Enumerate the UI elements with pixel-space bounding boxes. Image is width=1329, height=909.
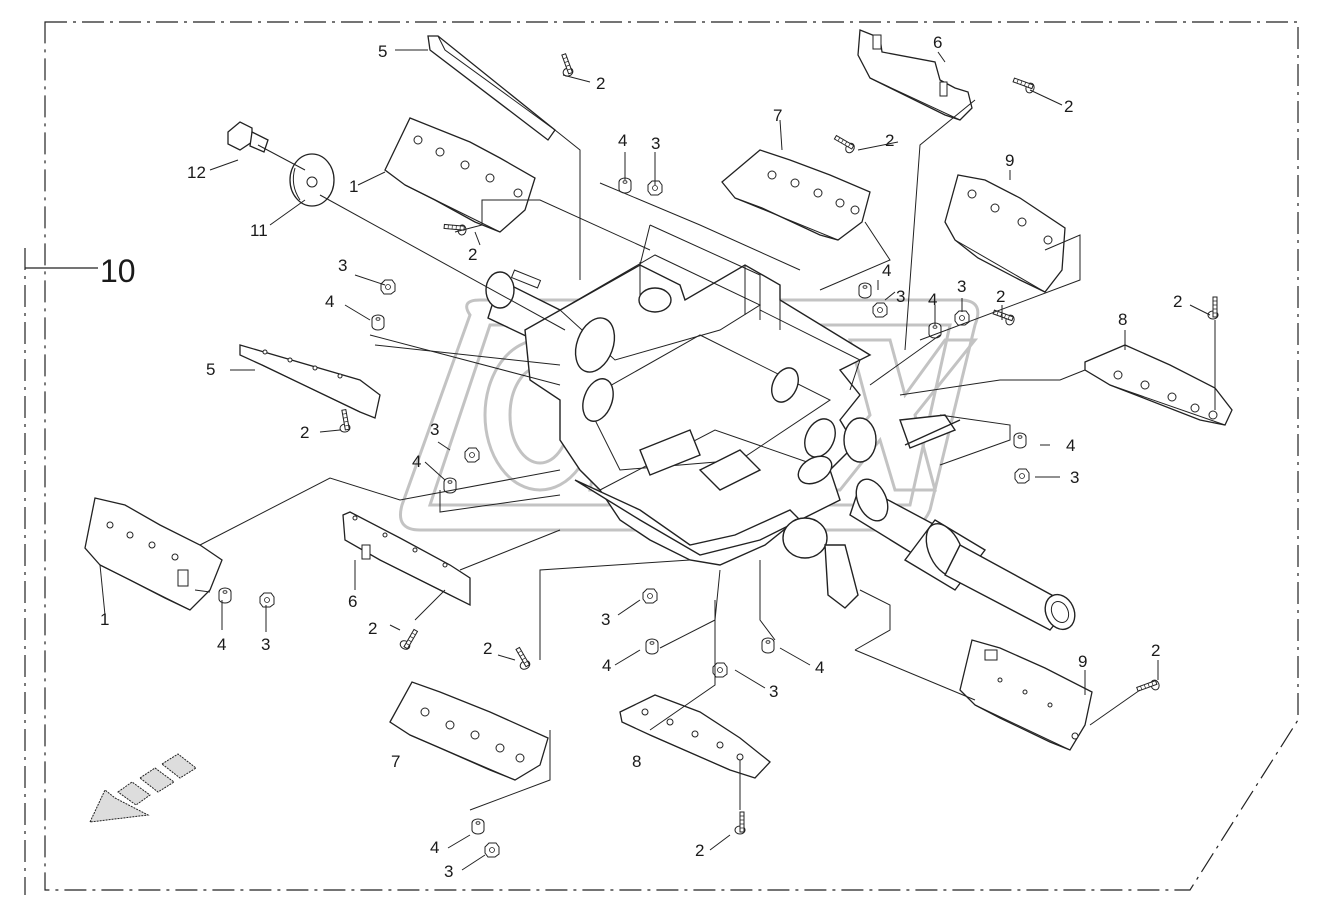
callout-2: 2 [483,639,492,658]
callout-11: 11 [250,221,268,240]
callout-5: 5 [378,42,387,61]
part-6-top [857,29,973,121]
callout-3: 3 [1070,468,1079,487]
nut-icon [484,842,500,858]
callout-4: 4 [618,131,627,150]
nut-icon [712,662,728,678]
callout-4: 4 [928,290,937,309]
callout-3: 3 [338,256,347,275]
spacer-icon [761,637,775,654]
callout-4: 4 [412,452,421,471]
callout-3: 3 [957,277,966,296]
callout-7: 7 [773,106,782,125]
part-8-right [1084,344,1233,426]
spacer-icon [645,638,659,655]
part-8-bottom [619,694,771,779]
callout-2: 2 [1173,292,1182,311]
callout-4: 4 [815,658,824,677]
callout-12: 12 [187,163,206,182]
part-7-bottom [389,681,549,781]
nuts-and-spacers [218,177,1030,858]
callout-3: 3 [444,862,453,881]
assembly-number-label: 10 [100,253,136,289]
part-9-top [944,174,1066,293]
part-1-bottom [84,497,223,611]
nut-icon [642,588,658,604]
screw-icon [1207,296,1219,320]
screw-icon [339,408,351,433]
callout-8: 8 [632,752,641,771]
callout-4: 4 [217,635,226,654]
part-5-top [427,35,556,141]
callout-4: 4 [882,261,891,280]
callout-4: 4 [1066,436,1075,455]
callout-2: 2 [885,131,894,150]
part-9-bottom [959,639,1093,751]
callout-8: 8 [1118,310,1127,329]
nut-icon [872,302,888,318]
callout-6: 6 [933,33,942,52]
part-5-left [239,344,381,419]
callout-9: 9 [1005,151,1014,170]
callout-9: 9 [1078,652,1087,671]
spacer-icon [1013,432,1027,449]
callout-3: 3 [769,682,778,701]
assembly-boundary [44,21,1299,891]
callout-3: 3 [896,287,905,306]
nut-icon [1014,468,1030,484]
callout-3: 3 [651,134,660,153]
nut-icon [380,279,396,295]
callout-3: 3 [430,420,439,439]
spacer-icon [471,818,485,835]
callout-2: 2 [596,74,605,93]
callout-7: 7 [391,752,400,771]
screw-icon [1012,77,1035,94]
spacer-icon [371,314,385,331]
callout-2: 2 [1151,641,1160,660]
direction-arrow-icon [89,753,197,823]
callout-1: 1 [100,610,109,629]
part-11-washer [289,153,335,207]
callout-1: 1 [349,177,358,196]
screw-icon [734,811,746,835]
main-frame [485,224,1076,631]
callout-6: 6 [348,592,357,611]
callout-2: 2 [1064,97,1073,116]
callout-2: 2 [300,423,309,442]
callout-4: 4 [602,656,611,675]
screw-icon [443,223,467,236]
screw-icon [561,53,574,77]
callout-4: 4 [430,838,439,857]
screw-icon [399,628,419,650]
spacer-icon [218,587,232,604]
callout-5: 5 [206,360,215,379]
part-7-top [721,149,871,241]
callout-2: 2 [468,245,477,264]
nut-icon [647,180,663,196]
part-6-left [342,511,471,607]
leader-lines [99,49,1216,871]
part-1-top [384,117,536,233]
part-12-bolt [227,121,269,153]
callout-2: 2 [996,287,1005,306]
spacer-icon [858,282,872,299]
screw-icon [1136,679,1160,692]
screw-icon [833,134,855,154]
callout-2: 2 [695,841,704,860]
callout-2: 2 [368,619,377,638]
callout-4: 4 [325,292,334,311]
spacer-icon [618,177,632,194]
screw-icon [515,646,531,670]
callout-3: 3 [601,610,610,629]
screws-part-2 [339,53,1219,835]
nut-icon [464,447,480,463]
nut-icon [259,592,275,608]
callout-3: 3 [261,635,270,654]
